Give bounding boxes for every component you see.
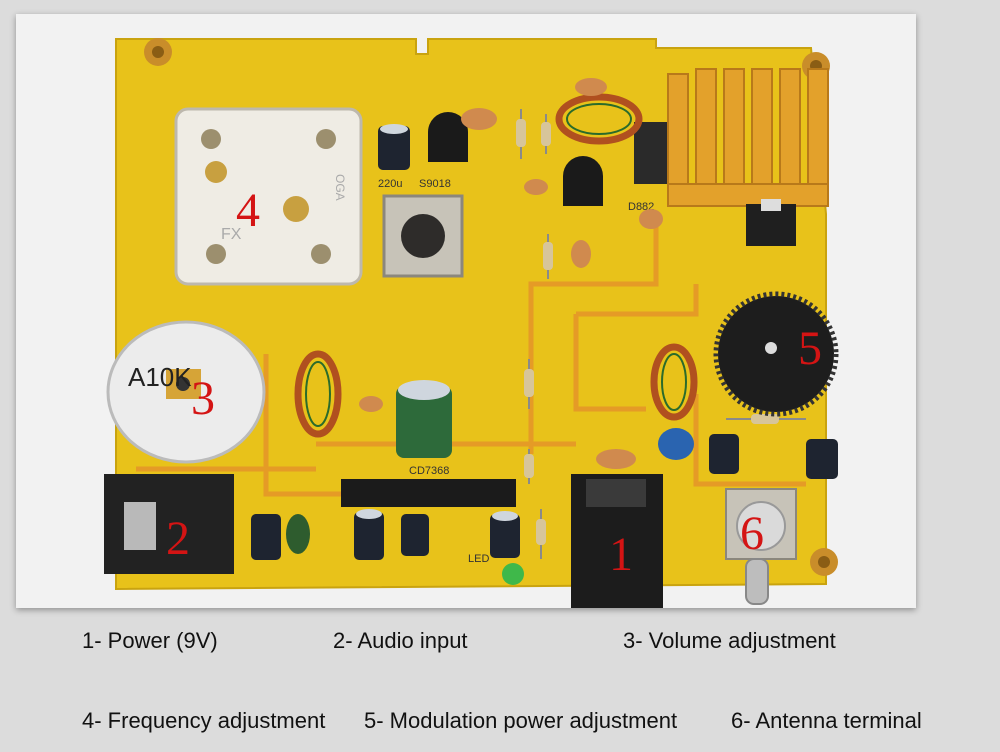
led-icon [502,563,524,585]
caption-volume: 3- Volume adjustment [623,628,836,653]
transistor-print: S9018 [419,178,451,190]
chip-print: CD7368 [409,465,449,477]
variable-capacitor: FX OGA [174,107,363,286]
marker-4: 4 [236,184,260,237]
circuit-board-illustration: FX OGA S9018 220u D882 [16,14,916,608]
cap-print: 220u [378,178,402,190]
antenna-terminal [725,488,797,605]
caption-audio-input: 2- Audio input [333,628,468,653]
marker-1: 1 [609,528,633,581]
marker-5: 5 [798,322,822,375]
caption-antenna: 6- Antenna terminal [731,708,922,733]
product-photo: FX OGA S9018 220u D882 [16,14,916,608]
caption-modulation: 5- Modulation power adjustment [364,708,678,733]
caption-power: 1- Power (9V) [82,628,218,653]
potentiometer-print: A10K [128,362,192,392]
variable-cap-print-2: OGA [333,174,347,201]
volume-potentiometer: A10K [106,320,266,464]
caption-frequency: 4- Frequency adjustment [82,708,326,733]
heatsink [667,68,829,207]
marker-2: 2 [166,512,190,565]
modulation-potentiometer [713,291,839,417]
variable-cap-print: FX [221,226,242,243]
marker-6: 6 [740,507,764,560]
led-print: LED [468,553,489,565]
marker-3: 3 [191,372,215,425]
